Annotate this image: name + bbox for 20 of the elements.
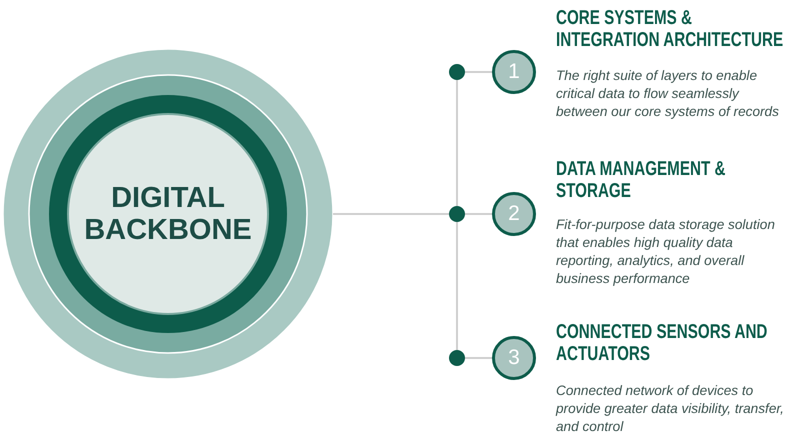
connector-line <box>456 80 458 206</box>
section-description: Connected network of devices to provide greater data visibility, transfer, and control <box>556 382 785 436</box>
timeline-dot <box>449 206 465 222</box>
concentric-rings <box>3 49 333 379</box>
number-circle: 2 <box>492 192 536 236</box>
section-heading: CORE SYSTEMS & INTEGRATION ARCHITECTURE <box>556 8 784 52</box>
timeline-dot <box>449 64 465 80</box>
number-circle: 1 <box>492 50 536 94</box>
section-heading: CONNECTED SENSORS AND ACTUATORS <box>556 322 768 366</box>
connector-line <box>456 222 458 350</box>
connector-line <box>465 71 492 73</box>
timeline-dot <box>449 350 465 366</box>
connector-line <box>333 213 449 215</box>
section-heading: DATA MANAGEMENT & STORAGE <box>556 159 726 202</box>
center-title: DIGITAL BACKBONE <box>83 182 253 246</box>
number-circle: 3 <box>492 336 536 380</box>
connector-line <box>465 357 492 359</box>
section-description: Fit-for-purpose data storage solution that enables high quality data reporting, analytics, and overall business performance <box>556 216 776 288</box>
section-description: The right suite of layers to enable critical data to flow seamlessly between our core systems of records <box>556 67 780 122</box>
connector-line <box>465 213 492 215</box>
